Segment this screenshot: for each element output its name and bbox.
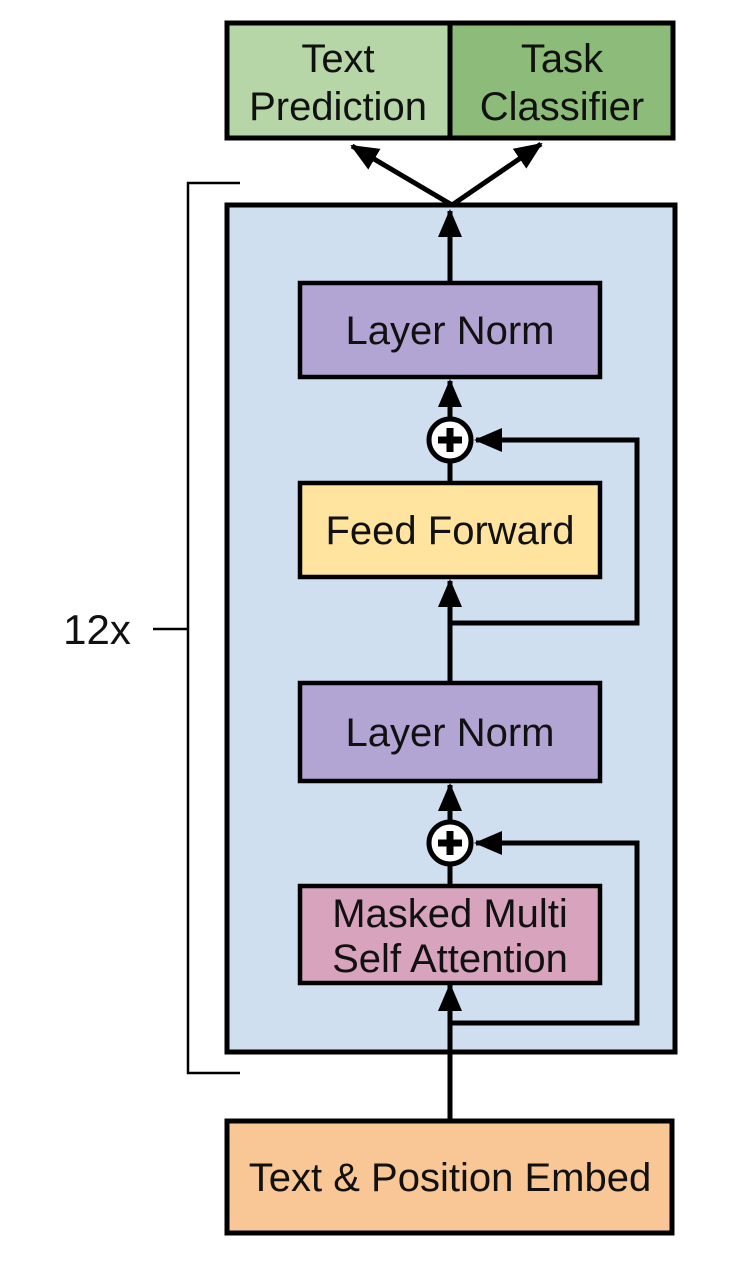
masked-self-attention-box (297, 883, 603, 986)
feed-forward-label: Feed Forward (326, 509, 575, 553)
layer-norm-bottom-box (297, 680, 603, 784)
residual-add-top-icon (426, 416, 474, 464)
embed-label: Text & Position Embed (249, 1156, 651, 1200)
text-prediction-label-line2: Prediction (249, 85, 427, 129)
task-classifier-label-line2: Classifier (480, 85, 644, 129)
repeat-label: 12x (63, 606, 131, 653)
residual-skip-attention (450, 831, 640, 1026)
layer-norm-top-box (297, 280, 603, 380)
text-prediction-label-line1: Text (301, 37, 374, 81)
task-classifier-label-line1: Task (521, 37, 604, 81)
masked-self-attention-label-line1: Masked Multi (332, 892, 568, 936)
residual-add-bottom-icon (426, 819, 474, 867)
embed-box (224, 1118, 675, 1236)
layer-norm-bottom-label: Layer Norm (346, 711, 555, 755)
repeat-bracket (186, 181, 240, 1075)
arrow-to-text-prediction (350, 143, 454, 208)
masked-self-attention-label-line2: Self Attention (332, 937, 568, 981)
task-classifier-box (447, 20, 676, 141)
layer-norm-top-label: Layer Norm (346, 309, 555, 353)
arrow-to-task-classifier (450, 141, 543, 208)
feed-forward-box (297, 480, 603, 580)
residual-skip-feedforward (450, 428, 640, 626)
